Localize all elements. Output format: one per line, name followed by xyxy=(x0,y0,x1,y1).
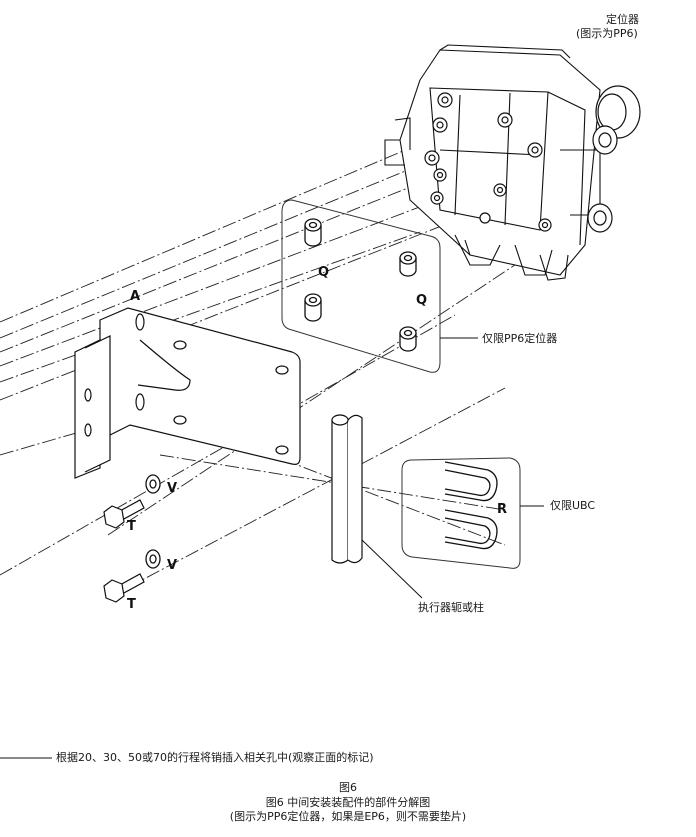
spacer-group-outline xyxy=(281,199,441,373)
bolts xyxy=(103,499,145,603)
figure-note: (图示为PP6定位器，如果是EP6，则不需要垫片) xyxy=(229,810,467,823)
yoke-label: 执行器轭或柱 xyxy=(418,601,484,614)
part-letter-r: R xyxy=(497,502,507,517)
stroke-note: 根据20、30、50或70的行程将销插入相关孔中(观察正面的标记) xyxy=(56,751,374,764)
figure-title: 图6 中间安装装配件的部件分解图 xyxy=(265,796,431,809)
mounting-bracket xyxy=(74,307,301,479)
figure-number: 图6 xyxy=(339,781,357,794)
actuator-yoke xyxy=(331,414,363,564)
positioner-gauge xyxy=(587,85,641,233)
positioner-body xyxy=(384,44,601,281)
part-letter-v-bottom: V xyxy=(167,558,177,573)
ubc-only-label: 仅限UBC xyxy=(550,499,596,512)
yoke-leader-line xyxy=(361,539,423,599)
part-letter-q-left: Q xyxy=(318,265,329,280)
u-bolts xyxy=(444,461,498,550)
ubc-outline xyxy=(401,457,521,569)
spacers xyxy=(304,218,417,352)
pp6-only-label: 仅限PP6定位器 xyxy=(482,332,558,345)
washers xyxy=(145,474,161,569)
part-letter-t-top: T xyxy=(127,519,136,534)
part-letter-a: A xyxy=(130,289,140,304)
positioner-ports xyxy=(424,92,552,232)
part-letter-q-right: Q xyxy=(416,293,427,308)
positioner-note: (图示为PP6) xyxy=(576,27,638,40)
positioner-label: 定位器 xyxy=(606,13,639,26)
part-letter-t-bottom: T xyxy=(127,597,136,612)
part-letter-v-top: V xyxy=(167,481,177,496)
